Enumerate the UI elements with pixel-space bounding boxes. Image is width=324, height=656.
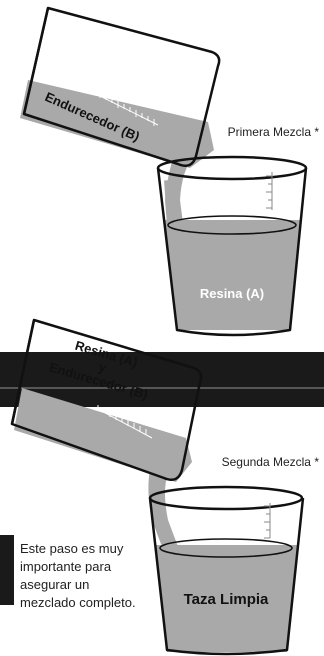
cup-1-label: Resina (A) [200,286,264,301]
poured-label-2-line2: y [97,359,109,376]
cup-2-label: Taza Limpia [184,591,269,608]
cup-2: Taza Limpia [148,485,305,656]
note-text: Este paso es muy importante para asegura… [20,541,136,610]
note-line-1: Este paso es muy [20,541,124,556]
pour-container-2: Resina (A) y Endurecedor (B) [10,318,203,552]
note-line-3: asegurar un [20,577,89,592]
note-line-4: mezclado completo. [20,595,136,610]
cup-1: Resina (A) [156,155,308,337]
note-line-2: importante para [20,559,112,574]
caption-primera-mezcla: Primera Mezcla * [228,125,320,139]
caption-segunda-mezcla: Segunda Mezcla * [222,455,320,469]
